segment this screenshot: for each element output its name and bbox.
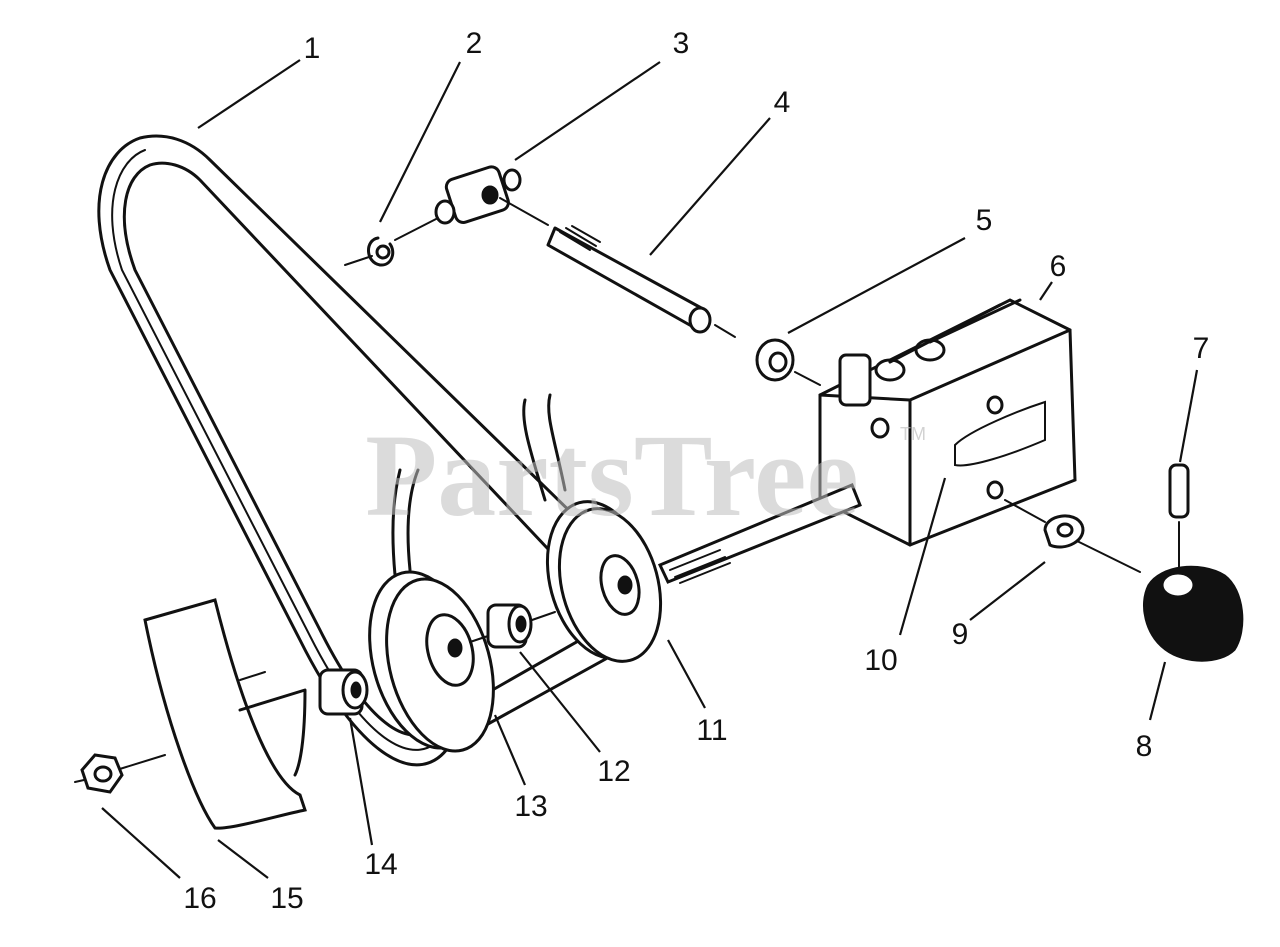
part-pivot-block [394,165,522,241]
part-nut [74,753,124,794]
callout-13: 13 [514,790,547,823]
callout-8: 8 [1136,730,1153,763]
part-clip [344,236,395,267]
part-belt-guard [109,598,307,830]
part-v-belt [97,134,653,767]
part-knob [1074,539,1244,662]
part-pulley-small [368,468,495,753]
callout-10: 10 [864,644,897,677]
part-bushing-left [318,668,369,716]
callout-4: 4 [774,86,791,119]
part-spacer [1004,499,1085,549]
callout-12: 12 [597,755,630,788]
part-washer [755,338,821,386]
callout-7: 7 [1193,332,1210,365]
watermark: PartsTree TM [365,410,926,541]
callout-2: 2 [466,27,483,60]
callout-15: 15 [270,882,303,915]
part-pin [1168,463,1190,571]
watermark-trademark: TM [900,424,926,444]
callout-5: 5 [976,204,993,237]
leader-lines [101,59,1199,879]
callout-11: 11 [696,714,727,747]
callout-9: 9 [952,618,969,651]
callout-1: 1 [304,32,321,65]
callout-16: 16 [183,882,216,915]
part-adjust-rod [657,483,862,584]
part-bushing-right [486,603,556,649]
callout-3: 3 [673,27,690,60]
part-pulley-large [522,393,663,663]
callout-numbers: 1 2 3 4 5 6 7 8 9 10 11 12 13 14 15 16 [183,27,1209,915]
watermark-text: PartsTree [365,410,859,541]
callout-14: 14 [364,848,397,881]
part-threaded-rod [499,197,736,338]
callout-6: 6 [1050,250,1067,283]
